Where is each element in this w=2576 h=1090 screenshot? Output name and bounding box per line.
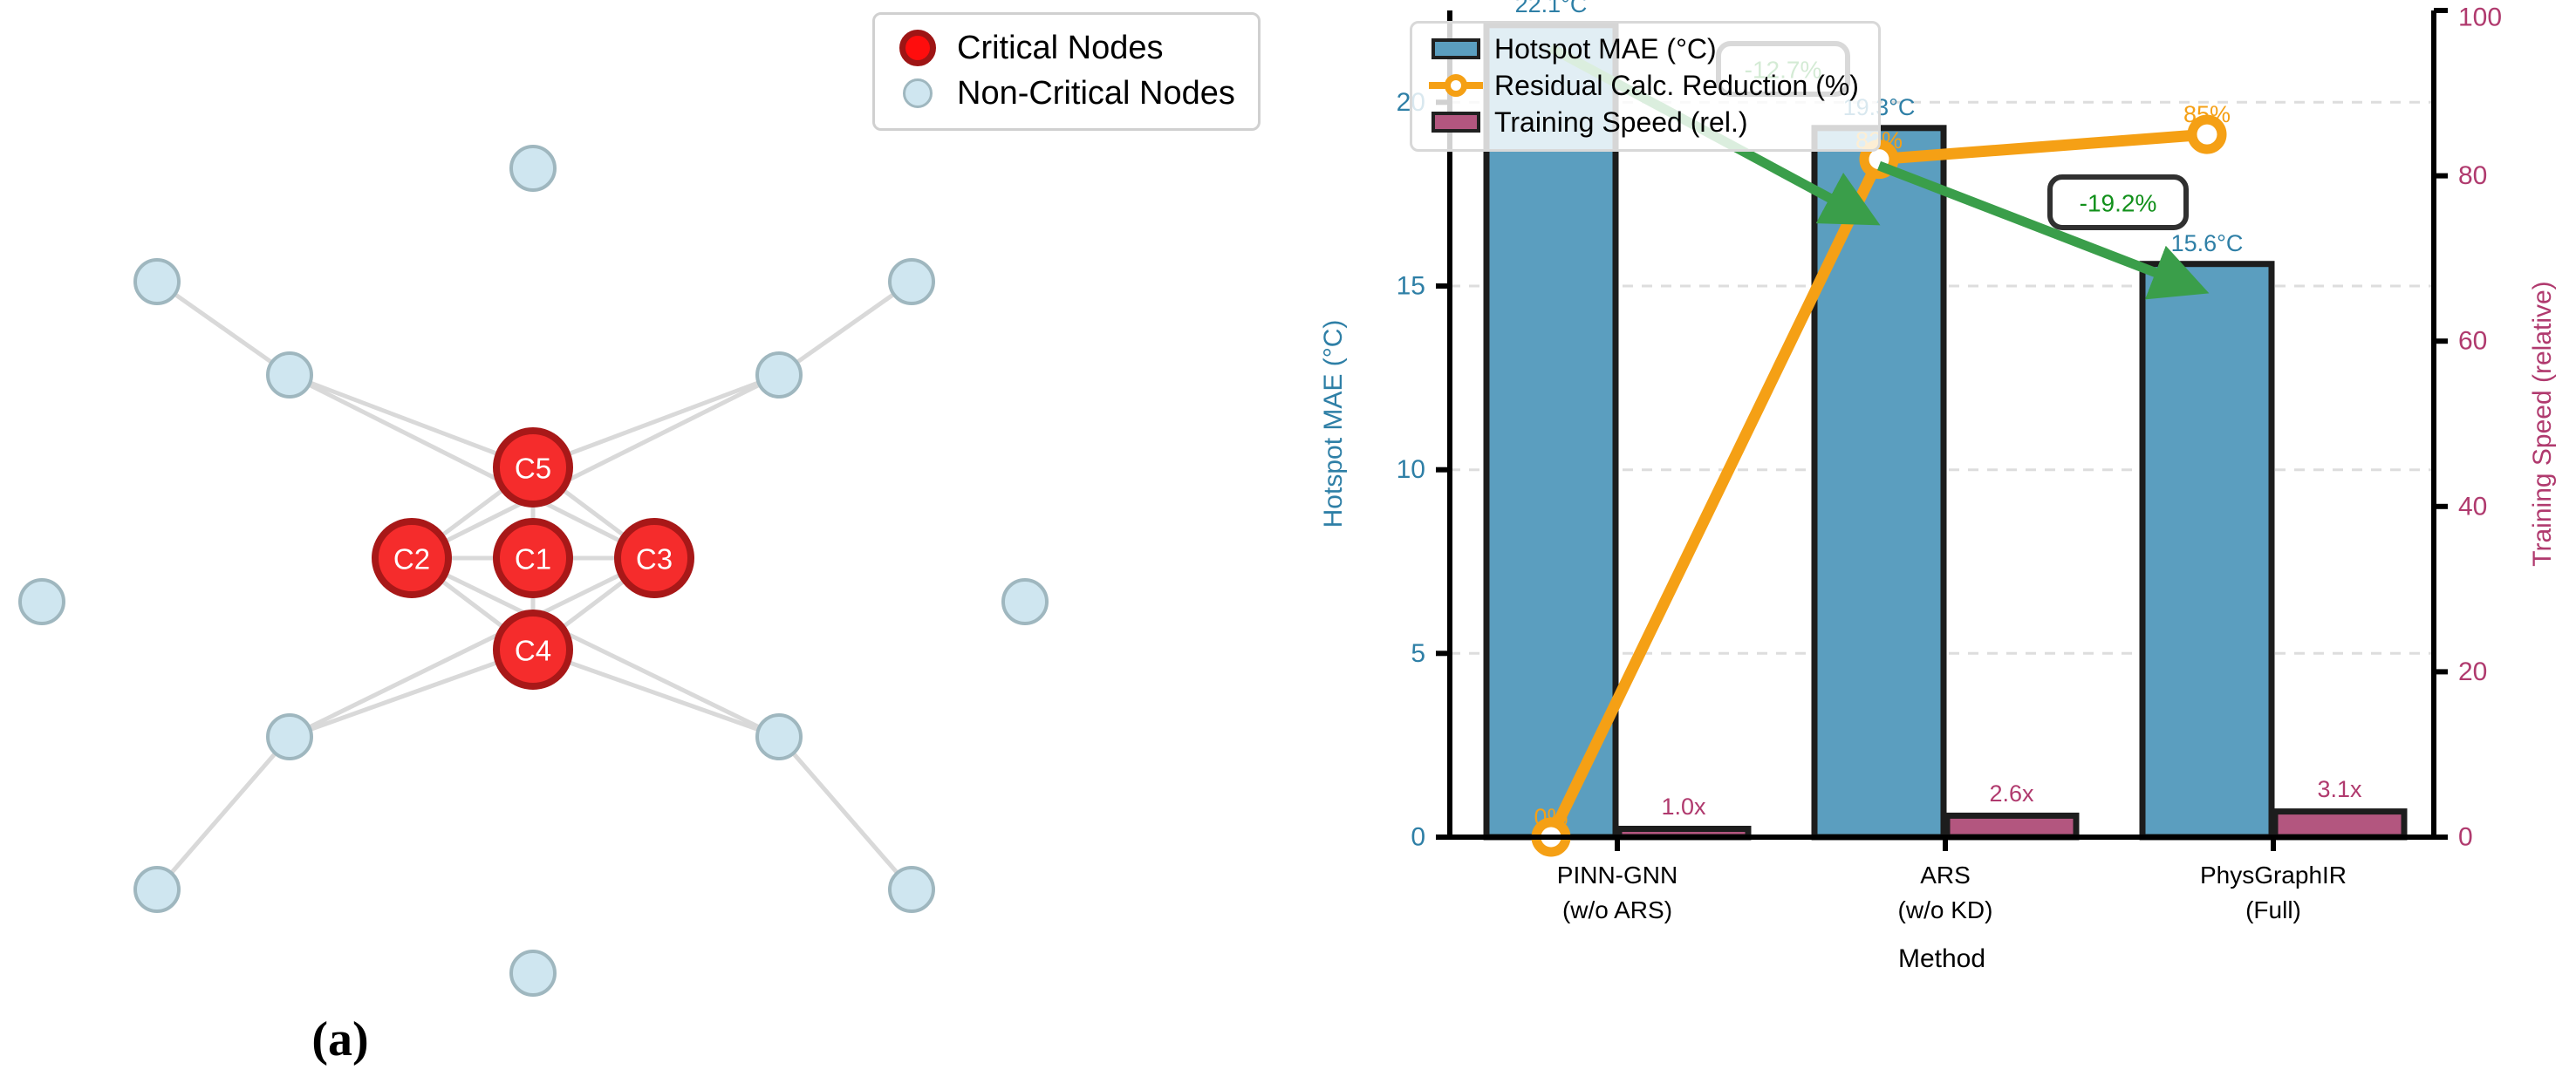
x-tick-label-1-line1: ARS [1920,862,1971,889]
line-circle-marker-icon [1425,74,1487,97]
y-tick-left-2: 10 [1397,455,1425,484]
bar-swatch-icon [1425,38,1487,59]
graph-node-critical-c4[interactable]: C4 [493,610,573,690]
x-tick-label-2-line2: (Full) [2245,896,2301,923]
y-tick-right-3: 60 [2458,327,2487,356]
y-tick-left-1: 5 [1411,639,1425,668]
graph-node-label: C2 [393,543,430,576]
graph-node-noncritical[interactable] [133,258,181,305]
x-axis-title: Method [1898,944,1985,973]
critical-node-swatch-icon [891,30,945,66]
graph-node-noncritical[interactable] [266,351,313,399]
graph-node-noncritical[interactable] [755,351,803,399]
y-tick-right-4: 80 [2458,161,2487,190]
label-speed-physgraphir: 3.1x [2317,776,2362,802]
bar-speed-ars[interactable] [1944,812,2080,841]
y-axis-left: 0 5 10 15 20 Hotspot MAE (°C) [1319,88,1450,852]
graph-legend-label: Critical Nodes [957,29,1164,66]
annotation-label-2: -19.2% [2080,190,2157,217]
x-tick-label-1-line2: (w/o KD) [1898,896,1993,923]
y-axis-right: 0 20 40 60 80 100 Training Speed (relati… [2434,3,2557,852]
bar-mae-physgraphir[interactable] [2139,261,2275,841]
graph-node-label: C1 [515,543,551,576]
graph-legend-item-critical[interactable]: Critical Nodes [891,25,1235,71]
graph-node-noncritical[interactable] [18,578,65,625]
graph-node-noncritical[interactable] [888,866,935,913]
graph-node-critical-c2[interactable]: C2 [372,518,452,598]
noncritical-node-swatch-icon [891,78,945,108]
annotation-callout-2: -19.2% [2047,174,2189,230]
y-tick-right-0: 0 [2458,823,2473,852]
bar-mae-pinn-gnn[interactable] [1483,22,1619,841]
label-speed-ars: 2.6x [1989,780,2034,807]
y-tick-left-0: 0 [1411,823,1425,852]
graph-canvas: C5 C2 C1 C3 C4 [18,145,1049,997]
chart-canvas: 22.1°C 19.3°C 15.6°C 1.0x 2.6x 3.1x 0% 8… [1319,0,2557,973]
y-tick-right-1: 20 [2458,657,2487,686]
graph-node-noncritical[interactable] [509,145,557,192]
panel-b-chart: 22.1°C 19.3°C 15.6°C 1.0x 2.6x 3.1x 0% 8… [1291,0,2576,1090]
graph-node-label: C4 [515,635,551,667]
graph-node-critical-c3[interactable]: C3 [614,518,694,598]
residual-point-physgraphir[interactable] [2187,114,2227,154]
graph-node-noncritical[interactable] [266,713,313,760]
label-mae-pinn-gnn: 22.1°C [1515,0,1588,17]
bar-swatch-icon [1425,112,1487,133]
improvement-arrow-2 [1877,160,2210,300]
chart-legend-label: Training Speed (rel.) [1494,106,1748,138]
label-residual-pinn-gnn: 0% [1534,804,1568,830]
bar-mae-ars[interactable] [1811,125,1947,841]
graph-node-label: C5 [515,453,551,485]
y-axis-left-title: Hotspot MAE (°C) [1319,320,1348,528]
graph-node-noncritical[interactable] [509,950,557,997]
graph-node-critical-c5[interactable]: C5 [493,427,573,508]
x-tick-label-2-line1: PhysGraphIR [2200,862,2347,889]
y-axis-right-title: Training Speed (relative) [2528,281,2557,566]
graph-noncritical-nodes [18,145,1049,997]
chart-legend-item-training-speed[interactable]: Training Speed (rel.) [1425,104,1859,140]
graph-node-noncritical[interactable] [888,258,935,305]
graph-legend-label: Non-Critical Nodes [957,74,1235,112]
label-residual-physgraphir: 85% [2183,101,2231,127]
graph-node-label: C3 [636,543,673,576]
x-tick-label-0-line2: (w/o ARS) [1562,896,1672,923]
panel-a-graph: C5 C2 C1 C3 C4 [18,12,1261,1066]
chart-legend-label: Hotspot MAE (°C) [1494,32,1717,65]
graph-node-critical-c1[interactable]: C1 [493,518,573,598]
panel-a-caption: (a) [311,1012,369,1066]
bars-training-speed [1616,808,2408,841]
graph-node-noncritical[interactable] [1001,578,1049,625]
label-speed-pinn-gnn: 1.0x [1661,794,1706,820]
y-tick-left-3: 15 [1397,272,1425,301]
y-tick-right-5: 100 [2458,3,2502,32]
chart-legend: Hotspot MAE (°C) Residual Calc. Reductio… [1410,21,1881,152]
chart-legend-item-residual-reduction[interactable]: Residual Calc. Reduction (%) [1425,67,1859,104]
graph-legend: Critical Nodes Non-Critical Nodes [872,12,1261,131]
chart-legend-label: Residual Calc. Reduction (%) [1494,69,1859,101]
graph-legend-item-noncritical[interactable]: Non-Critical Nodes [891,71,1235,116]
x-tick-label-0-line1: PINN-GNN [1557,862,1677,889]
graph-critical-nodes: C5 C2 C1 C3 C4 [372,427,694,690]
chart-legend-item-hotspot-mae[interactable]: Hotspot MAE (°C) [1425,31,1859,67]
graph-node-noncritical[interactable] [755,713,803,760]
label-mae-physgraphir: 15.6°C [2171,230,2244,256]
graph-node-noncritical[interactable] [133,866,181,913]
bar-speed-physgraphir[interactable] [2272,808,2408,841]
x-axis: PINN-GNN (w/o ARS) ARS (w/o KD) PhysGrap… [1557,837,2347,973]
y-tick-right-2: 40 [2458,492,2487,521]
